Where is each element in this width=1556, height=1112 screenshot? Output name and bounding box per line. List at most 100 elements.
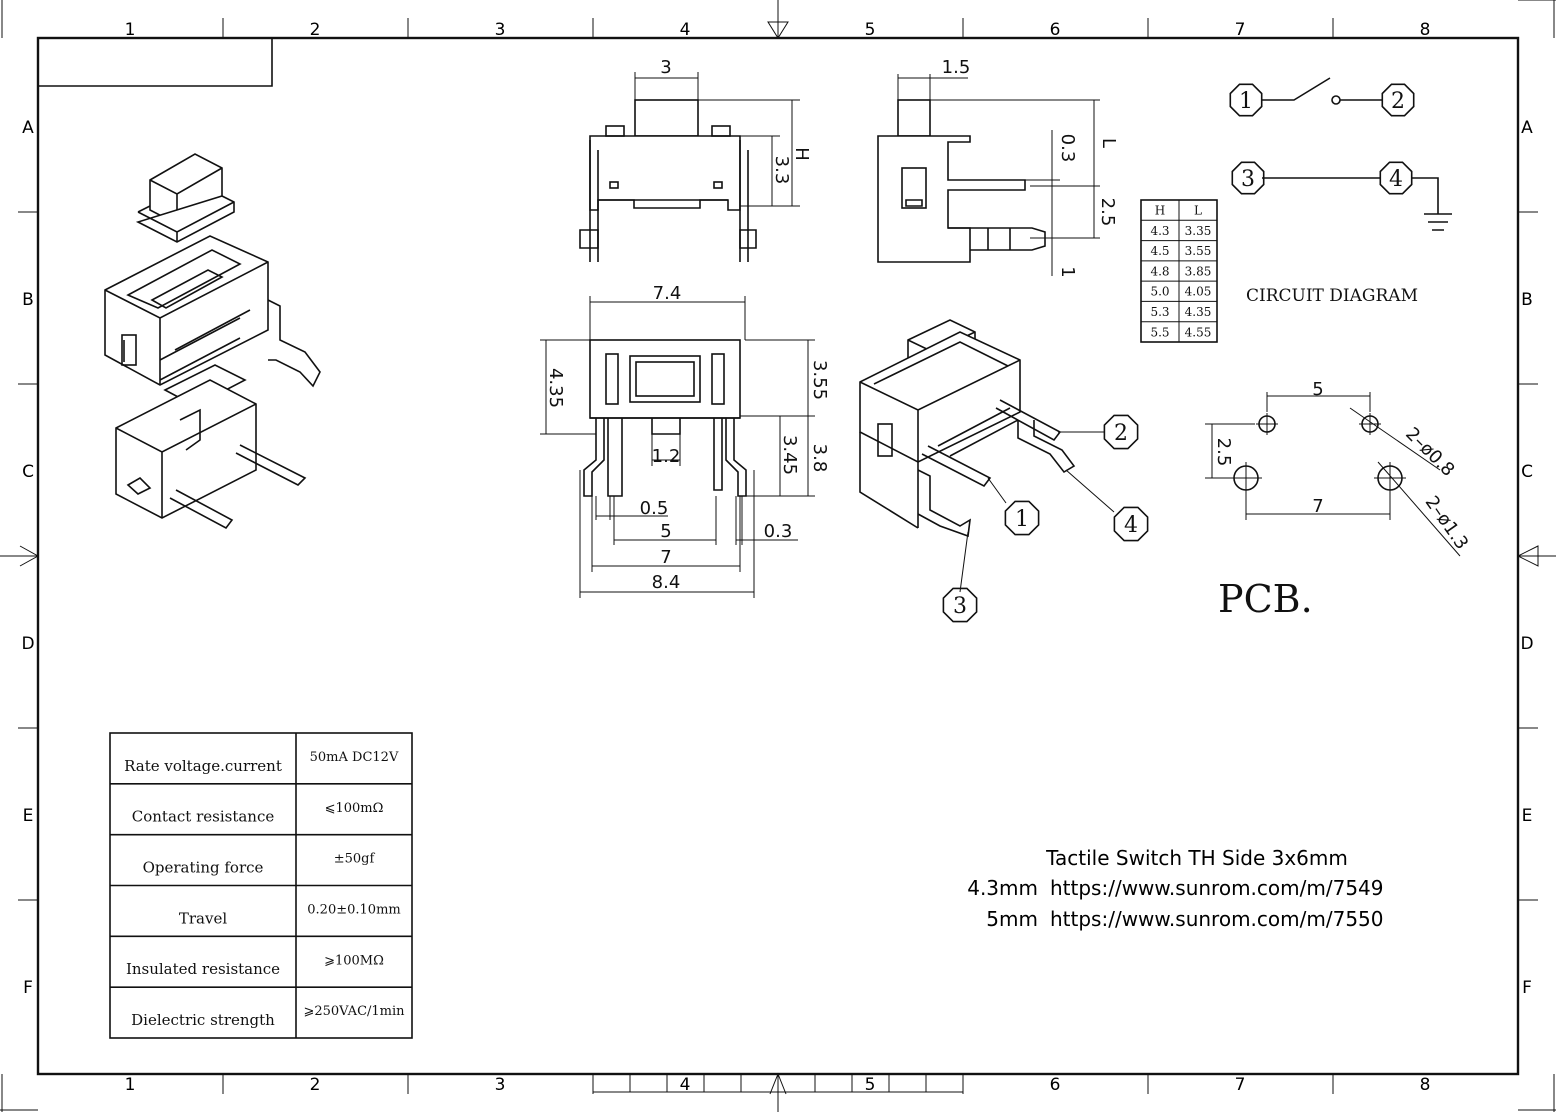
spec-table: Rate voltage.current 50mA DC12V Contact re… (109, 732, 413, 1039)
row-label-right: A (1521, 118, 1533, 138)
front-view (579, 72, 800, 262)
svg-text:2: 2 (1114, 421, 1128, 446)
table-header-h: H (1155, 204, 1165, 218)
pcb-hole-large: 2–ø1.3 (1421, 492, 1473, 553)
bottom-view (540, 296, 815, 598)
spec-label: Contact resistance (132, 808, 275, 826)
svg-text:4: 4 (1389, 167, 1403, 192)
column-label-bottom: 3 (495, 1075, 506, 1095)
column-label-bottom: 1 (125, 1075, 136, 1095)
bottom-pin-width: 0.5 (640, 498, 669, 519)
row-label-left: A (22, 118, 34, 138)
pcb-hole-small: 2–ø0.8 (1401, 423, 1458, 480)
column-label-bottom: 6 (1050, 1075, 1061, 1095)
side-gap: 0.3 (1057, 134, 1078, 163)
side-pin-offset: 2.5 (1097, 198, 1118, 227)
row-label-right: B (1521, 290, 1533, 310)
spec-label: Operating force (143, 859, 264, 877)
iso-pin-3: 3 (942, 587, 978, 623)
column-label-bottom: 7 (1235, 1075, 1246, 1095)
spec-value: ⩽100mΩ (325, 801, 384, 816)
spec-label: Travel (179, 909, 227, 927)
circuit-pin-2: 2 (1381, 83, 1415, 117)
spec-label: Insulated resistance (126, 960, 280, 978)
column-label-bottom: 5 (865, 1075, 876, 1095)
bottom-left-height: 4.35 (545, 368, 566, 408)
pcb-footprint (1205, 392, 1461, 557)
svg-text:3: 3 (953, 594, 967, 619)
row-label-right: E (1522, 806, 1533, 826)
spec-label: Dielectric strength (131, 1011, 275, 1029)
row-label-left: D (21, 634, 34, 654)
front-height-label: H (791, 147, 812, 161)
row-label-left: E (23, 806, 34, 826)
pcb-spacing-bottom: 7 (1312, 496, 1323, 517)
iso-pin-1: 1 (1004, 500, 1040, 536)
pcb-spacing-top: 5 (1312, 379, 1323, 400)
column-label-top: 7 (1235, 20, 1246, 40)
spec-label: Rate voltage.current (124, 757, 282, 775)
column-label-bottom: 8 (1420, 1075, 1431, 1095)
front-body-height: 3.3 (771, 156, 792, 185)
variant-size-1: 4.3mm (967, 876, 1038, 900)
bottom-width-top: 7.4 (653, 283, 682, 304)
spec-value: ⩾100MΩ (324, 953, 384, 968)
variant-url-2[interactable]: https://www.sunrom.com/m/7550 (1050, 907, 1384, 931)
circuit-diagram: 1 2 3 4 (1229, 77, 1452, 231)
table-header-l: L (1194, 204, 1202, 218)
exploded-isometric-view (104, 153, 321, 530)
side-pin-end: 1 (1057, 266, 1078, 277)
column-labels-bottom: 1 2 3 4 5 6 7 8 (125, 1075, 1431, 1095)
row-label-right: C (1521, 462, 1533, 482)
bottom-total-width: 8.4 (652, 572, 681, 593)
svg-text:4: 4 (1124, 513, 1138, 538)
column-label-top: 2 (310, 20, 321, 40)
column-label-top: 6 (1050, 20, 1061, 40)
spec-value: 0.20±0.10mm (307, 902, 400, 917)
table-cell-h: 5.0 (1150, 285, 1169, 299)
spec-value: 50mA DC12V (310, 750, 399, 765)
side-cap-width: 1.5 (942, 57, 971, 78)
svg-text:1: 1 (1015, 507, 1029, 532)
table-cell-h: 4.8 (1150, 264, 1169, 278)
side-length-label: L (1098, 138, 1119, 148)
svg-text:3: 3 (1241, 167, 1255, 192)
variant-url-1[interactable]: https://www.sunrom.com/m/7549 (1050, 876, 1384, 900)
column-label-bottom: 4 (680, 1075, 691, 1095)
table-cell-l: 3.85 (1185, 264, 1212, 278)
table-cell-h: 4.3 (1150, 224, 1169, 238)
svg-text:2: 2 (1391, 89, 1405, 114)
table-cell-l: 4.05 (1185, 285, 1212, 299)
row-label-right: F (1522, 978, 1532, 998)
column-label-top: 5 (865, 20, 876, 40)
circuit-pin-4: 4 (1379, 161, 1413, 195)
pcb-vertical: 2.5 (1213, 438, 1234, 467)
bottom-right-height-top: 3.55 (809, 360, 830, 400)
table-cell-h: 4.5 (1150, 244, 1169, 258)
assembled-isometric-view (859, 319, 1115, 593)
circuit-pin-3: 3 (1231, 161, 1265, 195)
column-label-top: 1 (125, 20, 136, 40)
bottom-center-gap: 1.2 (652, 446, 681, 467)
bottom-total-height: 3.8 (809, 444, 830, 473)
svg-text:1: 1 (1239, 89, 1253, 114)
bottom-tab-width: 0.3 (764, 521, 793, 542)
table-cell-h: 5.5 (1150, 325, 1169, 339)
bottom-inner-span: 5 (660, 521, 671, 542)
product-title: Tactile Switch TH Side 3x6mm (1045, 846, 1348, 870)
row-label-left: F (23, 978, 33, 998)
circuit-pin-1: 1 (1229, 83, 1263, 117)
variant-size-2: 5mm (986, 907, 1038, 931)
circuit-diagram-title: CIRCUIT DIAGRAM (1246, 286, 1418, 306)
pcb-title: PCB. (1218, 577, 1313, 621)
column-label-bottom: 2 (310, 1075, 321, 1095)
table-cell-h: 5.3 (1150, 305, 1169, 319)
column-label-top: 3 (495, 20, 506, 40)
table-cell-l: 3.55 (1185, 244, 1212, 258)
